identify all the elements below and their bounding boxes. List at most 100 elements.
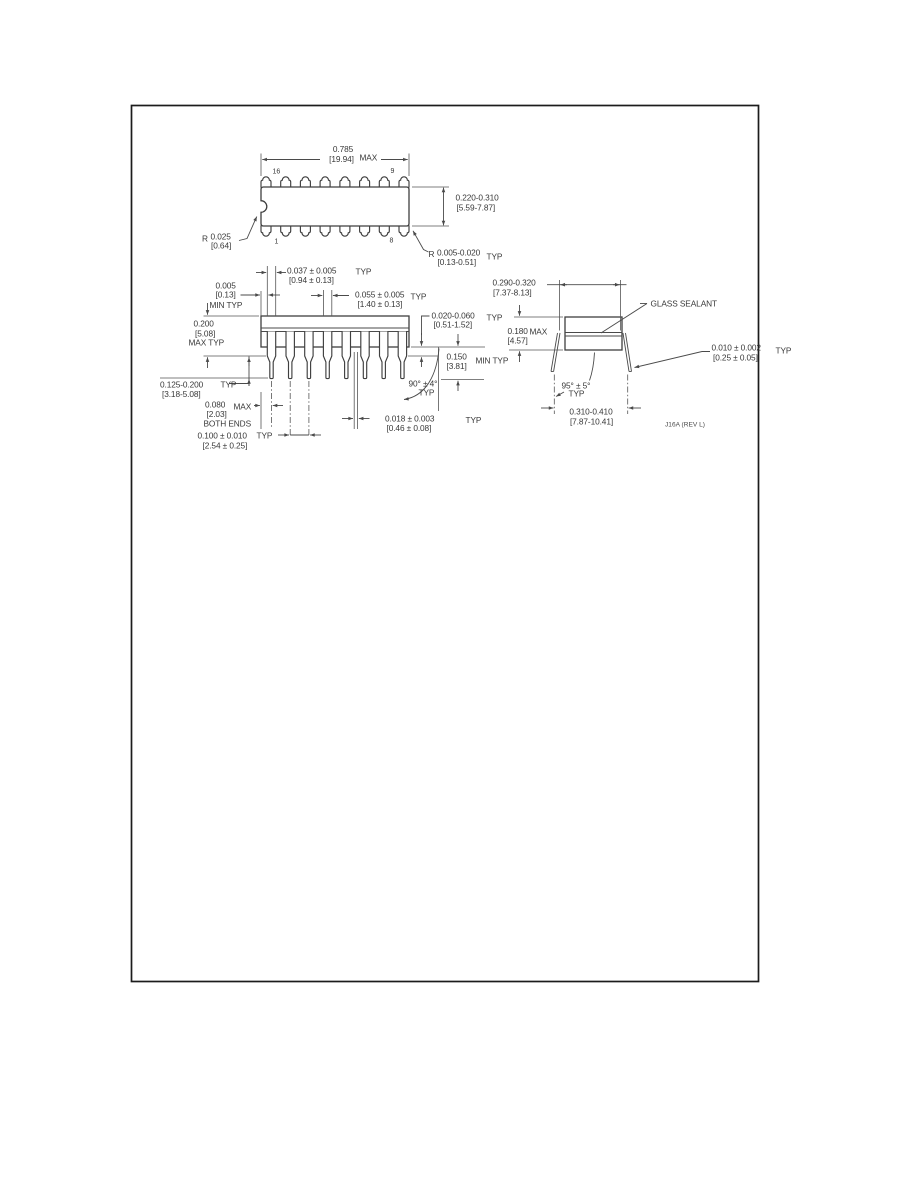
pin [322, 331, 333, 380]
corner-radius-mm: [0.13-0.51] [438, 257, 477, 267]
dim-lead-length-in: 0.150 [447, 352, 468, 362]
pin [378, 176, 390, 188]
dim-height-in: 0.200 [194, 319, 215, 329]
dim-end-margin-qualifier: MAX [234, 402, 252, 412]
pin [378, 331, 389, 380]
dim-span-in: 0.290-0.320 [493, 278, 537, 288]
pin [360, 331, 370, 380]
pin [299, 225, 311, 237]
pin-8-label: 8 [390, 238, 394, 245]
dim-body-width: 0.220-0.310 [5.59-7.87] [412, 186, 500, 227]
front-view: 0.037 ± 0.005 [0.94 ± 0.13] TYP 0.005 [0… [160, 266, 509, 451]
pin-9-label: 9 [391, 168, 395, 175]
pin [280, 176, 292, 188]
dim-thickness-qualifier: MAX [530, 327, 548, 337]
dim-gap-qualifier: MIN TYP [210, 300, 243, 310]
dim-shoulder-width-in: 0.055 ± 0.005 [355, 290, 405, 300]
callout-notch-radius: R 0.025 [0.64] [202, 216, 258, 251]
corner-radius-qualifier: TYP [487, 252, 503, 262]
notch-radius-prefix: R [202, 234, 208, 244]
dim-insertion-mm: [3.18-5.08] [162, 389, 201, 399]
dim-shoulder-edge: 0.037 ± 0.005 [0.94 ± 0.13] TYP [256, 266, 372, 285]
pin [260, 225, 272, 237]
dim-standoff-mm: [0.51-1.52] [434, 320, 473, 330]
top-view-pins [260, 176, 410, 237]
pin-1-label: 1 [275, 239, 279, 246]
pin [359, 176, 371, 188]
dim-standoff-qualifier: TYP [487, 313, 503, 323]
drawing-border-frame [130, 104, 760, 983]
dim-end-margin-in: 0.080 [205, 400, 226, 410]
dim-pitch-qualifier: TYP [257, 431, 273, 441]
dim-lead-thickness-in: 0.010 ± 0.002 [712, 343, 762, 353]
dim-thickness-in: 0.180 [508, 326, 529, 336]
dim-lead-angle: 90° ± 4° TYP [403, 347, 440, 411]
pin [299, 176, 311, 188]
dim-standoff-in: 0.020-0.060 [432, 311, 476, 321]
dim-lead-width-qualifier: TYP [466, 415, 482, 425]
dim-lead-length-mm: [3.81] [447, 361, 467, 371]
dim-lead-thickness-qualifier: TYP [776, 346, 792, 356]
dim-body-thickness: 0.180 MAX [4.57] [508, 305, 563, 362]
dim-shoulder-edge-mm: [0.94 ± 0.13] [289, 275, 334, 285]
dim-height-mm: [5.08] [195, 329, 215, 339]
corner-radius-prefix: R [429, 249, 435, 259]
corner-radius-in: 0.005-0.020 [437, 248, 481, 258]
pin [266, 331, 277, 380]
dim-shoulder-edge-qualifier: TYP [356, 267, 372, 277]
dim-lead-span-at-body: 0.290-0.320 [7.37-8.13] [493, 278, 627, 331]
dim-body-width-mm: [5.59-7.87] [457, 203, 496, 213]
dim-tips-mm: [7.87-10.41] [570, 417, 613, 427]
callout-corner-radius: R 0.005-0.020 [0.13-0.51] TYP [412, 230, 503, 267]
end-view-package-body [564, 316, 623, 351]
dim-lead-thickness-mm: [0.25 ± 0.05] [713, 353, 758, 363]
dim-body-length-in: 0.785 [333, 144, 354, 154]
pin [304, 331, 314, 380]
pin-16-label: 16 [273, 169, 281, 176]
dim-lead-length-qualifier: MIN TYP [476, 356, 509, 366]
dim-lead-width-in: 0.018 ± 0.003 [385, 414, 435, 424]
dim-lead-span-at-tips: 0.310-0.410 [7.87-10.41] [541, 374, 641, 427]
dim-seated-height: 0.200 [5.08] MAX TYP [189, 303, 266, 368]
dim-shoulder-width: 0.055 ± 0.005 [1.40 ± 0.13] TYP [311, 290, 427, 309]
pin [319, 176, 331, 188]
dim-angle-value: 90° ± 4° [409, 379, 438, 389]
front-view-leads [266, 331, 408, 380]
dim-thickness-mm: [4.57] [508, 336, 528, 346]
glass-sealant-label: GLASS SEALANT [651, 299, 718, 309]
dim-body-width-in: 0.220-0.310 [456, 193, 500, 203]
dim-standoff: 0.020-0.060 [0.51-1.52] TYP [408, 311, 503, 380]
dim-splay-value: 95° ± 5° [562, 381, 591, 391]
notch-radius-in: 0.025 [211, 232, 232, 242]
dim-lead-width-mm: [0.46 ± 0.08] [387, 423, 432, 433]
dim-lead-thickness: 0.010 ± 0.002 [0.25 ± 0.05] TYP [634, 343, 792, 369]
pin [285, 331, 295, 380]
top-view-package-body [260, 186, 410, 227]
dim-end-margin-mm: [2.03] [207, 409, 227, 419]
pin [378, 225, 390, 237]
dim-end-margin-note: BOTH ENDS [204, 419, 252, 429]
pin [319, 225, 331, 237]
dim-shoulder-width-mm: [1.40 ± 0.13] [358, 299, 403, 309]
pin [280, 225, 292, 237]
dim-insertion-qualifier: TYP [221, 380, 237, 390]
pin [260, 176, 272, 188]
dim-body-length: 0.785 [19.94] MAX [260, 144, 410, 176]
dim-lead-length-min: 0.150 [3.81] MIN TYP [447, 334, 509, 391]
dim-height-qualifier: MAX TYP [189, 338, 225, 348]
dim-lead-width: 0.018 ± 0.003 [0.46 ± 0.08] TYP [342, 352, 482, 433]
dim-lead-insertion: 0.125-0.200 TYP [3.18-5.08] [160, 356, 268, 399]
dim-pitch-in: 0.100 ± 0.010 [198, 431, 248, 441]
notch-radius-mm: [0.64] [211, 241, 231, 251]
dim-body-length-qualifier: MAX [360, 153, 378, 163]
pin [341, 331, 352, 380]
dim-shoulder-width-qualifier: TYP [411, 292, 427, 302]
pin [359, 225, 371, 237]
dim-tips-in: 0.310-0.410 [569, 407, 613, 417]
pin [397, 331, 408, 380]
dim-gap-mm: [0.13] [216, 290, 236, 300]
end-view: 0.290-0.320 [7.37-8.13] GLASS SEALANT 0.… [493, 278, 793, 429]
dim-span-mm: [7.37-8.13] [493, 288, 532, 298]
drawing-code: J16A (REV L) [665, 422, 705, 429]
